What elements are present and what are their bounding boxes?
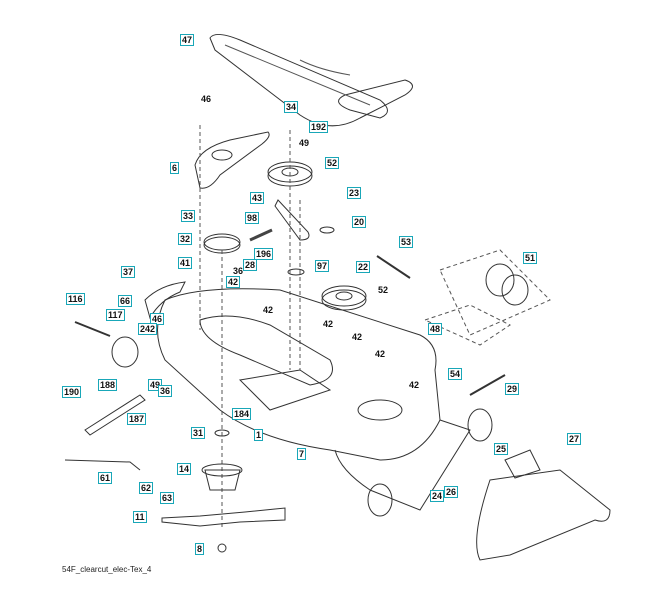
callout-label: 41	[178, 257, 193, 269]
callout-label: 49	[299, 138, 310, 148]
callout-label: 192	[309, 121, 329, 133]
discharge-chute-27	[476, 469, 611, 561]
callout-label: 24	[430, 490, 445, 502]
diagram-caption: 54F_clearcut_elec-Tex_4	[62, 565, 152, 574]
gauge-wheel-117	[111, 336, 139, 368]
callout-label: 97	[315, 260, 330, 272]
callout-label: 20	[352, 216, 367, 228]
spindle-14	[204, 469, 241, 491]
pulley-cover-drawing	[194, 131, 270, 189]
lift-link-188	[84, 394, 146, 436]
callout-label: 98	[245, 212, 260, 224]
idler-arm-43	[274, 199, 310, 241]
blade-11	[161, 507, 286, 527]
callout-label: 27	[567, 433, 582, 445]
callout-label: 29	[505, 383, 520, 395]
rod-61	[64, 459, 141, 471]
callout-label: 23	[347, 187, 362, 199]
deck-drawing	[157, 288, 441, 461]
callout-label: 42	[323, 319, 334, 329]
callout-label: 14	[177, 463, 192, 475]
deck-wheel-bottom	[367, 483, 393, 517]
callout-label: 42	[352, 332, 363, 342]
callout-label: 48	[428, 323, 443, 335]
callout-label: 42	[263, 305, 274, 315]
callout-label: 33	[181, 210, 196, 222]
callout-label: 63	[160, 492, 175, 504]
callout-label: 54	[448, 368, 463, 380]
callout-label: 46	[201, 94, 212, 104]
callout-label: 34	[284, 101, 299, 113]
callout-label: 1	[254, 429, 264, 441]
callout-label: 26	[444, 486, 459, 498]
callout-label: 61	[98, 472, 113, 484]
callout-label: 190	[62, 386, 82, 398]
callout-label: 37	[121, 266, 136, 278]
anti-scalp-wheel-51	[485, 263, 515, 297]
callout-label: 66	[118, 295, 133, 307]
callout-label: 42	[226, 276, 241, 288]
callout-label: 47	[180, 34, 195, 46]
callout-label: 51	[523, 252, 538, 264]
callout-label: 52	[378, 285, 389, 295]
callout-label: 196	[254, 248, 274, 260]
callout-label: 11	[133, 511, 147, 523]
idler-pulley-52-lower	[321, 289, 367, 311]
deck-wheel-front-right	[467, 408, 493, 442]
callout-label: 28	[243, 259, 258, 271]
callout-label: 53	[399, 236, 414, 248]
callout-label: 7	[297, 448, 307, 460]
callout-label: 43	[250, 192, 265, 204]
callout-label: 8	[195, 543, 205, 555]
callout-label: 6	[170, 162, 180, 174]
callout-label: 116	[66, 293, 85, 305]
spring-98	[249, 228, 273, 242]
callout-label: 184	[232, 408, 252, 420]
callout-label: 188	[98, 379, 118, 391]
callout-label: 31	[191, 427, 206, 439]
callout-label: 242	[138, 323, 158, 335]
belt-drawing	[209, 34, 413, 127]
callout-label: 52	[325, 157, 340, 169]
callout-label: 36	[233, 266, 244, 276]
callout-label: 22	[356, 261, 371, 273]
callout-label: 32	[178, 233, 193, 245]
callout-label: 42	[409, 380, 420, 390]
callout-label: 117	[106, 309, 125, 321]
callout-label: 42	[375, 349, 386, 359]
baffle-66	[144, 281, 186, 320]
callout-label: 36	[158, 385, 173, 397]
callout-label: 62	[139, 482, 154, 494]
callout-label: 25	[494, 443, 509, 455]
callout-label: 187	[127, 413, 147, 425]
